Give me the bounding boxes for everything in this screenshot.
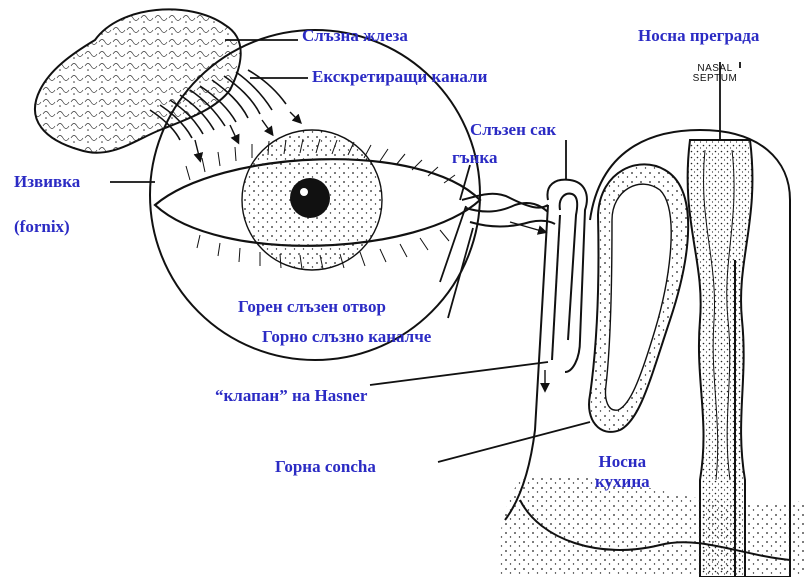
- nasal-cavity-line2: кухина: [595, 472, 650, 492]
- lacrimal-sac-shape: [505, 180, 587, 520]
- nasal-septum-label: Носна преграда: [638, 26, 759, 46]
- nasal-septum-printed-line2: SEPTUM: [680, 74, 750, 84]
- lacrimal-gland-shape: [35, 9, 241, 152]
- upper-concha-label: Горна concha: [275, 457, 376, 477]
- pupil: [290, 178, 330, 218]
- nasal-septum-printed-label: NASAL SEPTUM: [680, 64, 750, 84]
- nasal-cavity-label: Носна кухина: [595, 452, 650, 491]
- nasal-structures: [499, 130, 805, 577]
- upper-canaliculus-label: Горно слъзно каналче: [262, 327, 431, 347]
- fornix-latin-label: (fornix): [14, 217, 70, 237]
- lacrimal-sac-label: Слъзен сак: [470, 120, 556, 140]
- upper-punctum-label: Горен слъзен отвор: [238, 297, 386, 317]
- fornix-label: Извивка: [14, 172, 80, 192]
- nasal-cavity-line1: Носна: [595, 452, 650, 472]
- lacrimal-gland-label: Слъзна жлеза: [302, 26, 408, 46]
- excretory-ducts-label: Екскретиращи канали: [312, 67, 487, 87]
- fold-label: гънка: [452, 148, 497, 168]
- hasner-valve-label: “клапан” на Hasner: [215, 386, 367, 406]
